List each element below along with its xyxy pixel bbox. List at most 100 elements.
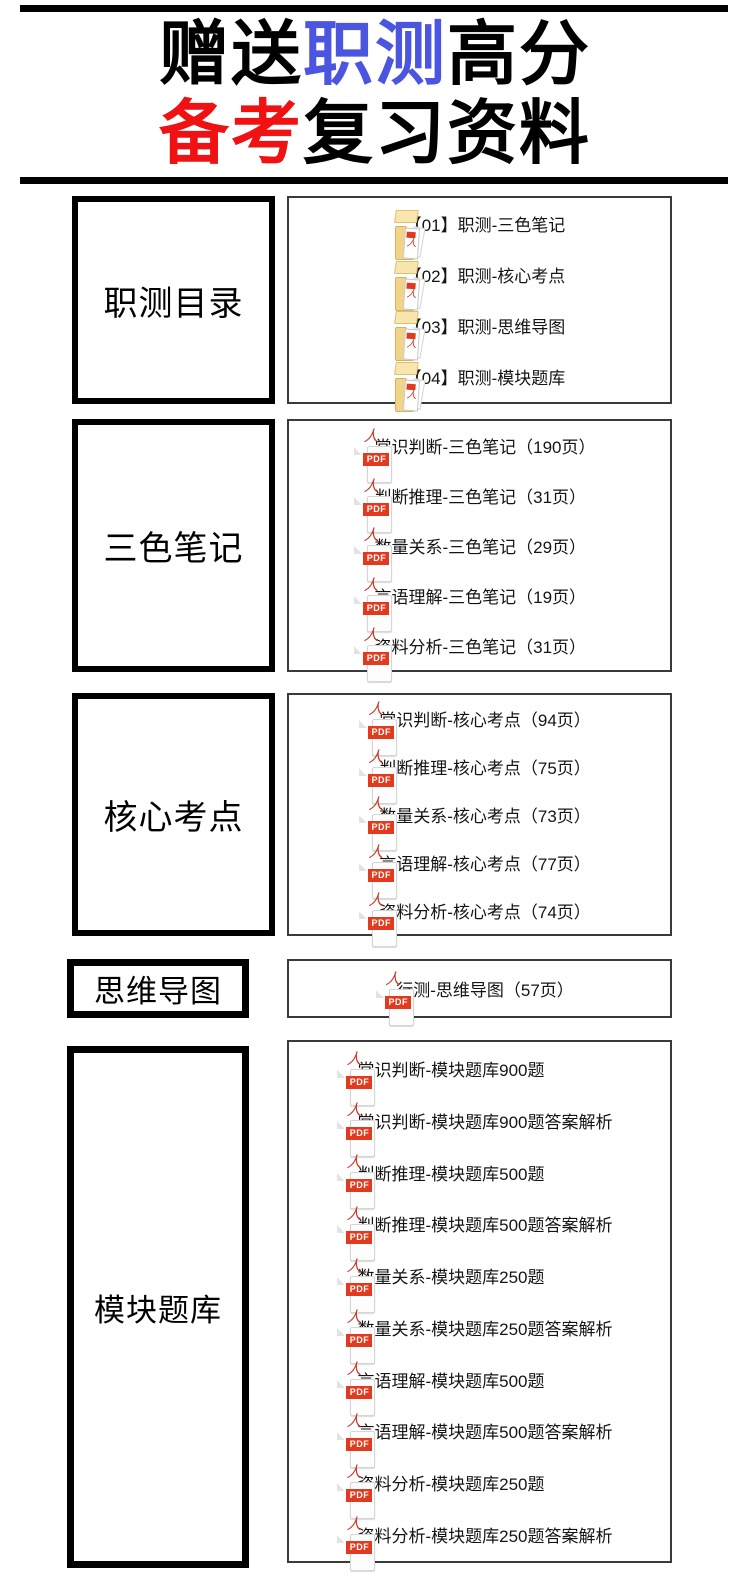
file-list: PDF 人 常识判断-三色笔记（190页） PDF 人 判断推理-三色笔记（31… xyxy=(354,421,596,683)
file-item: PDF 人 判断推理-模块题库500题 xyxy=(337,1147,612,1210)
file-panel: 人 【01】职测-三色笔记 人 【02】职测-核心考点 人 【03】职测-思维导… xyxy=(287,196,672,413)
folder-pdf-sheet: 人 xyxy=(402,379,420,412)
page-fold xyxy=(359,719,368,728)
page-fold xyxy=(337,1483,346,1492)
category-box: 模块题库 xyxy=(67,1046,249,1568)
section-question-bank: 模块题库 PDF 人 常识判断-模块题库900题 PDF 人 常识判断-模块题库… xyxy=(0,1040,750,1572)
pdf-banner: PDF xyxy=(363,552,390,566)
page-fold xyxy=(337,1173,346,1182)
file-name: 常识判断-模块题库900题答案解析 xyxy=(357,1112,613,1132)
file-panel: PDF 人 行测-思维导图（57页） xyxy=(287,959,672,1026)
file-list: PDF 人 常识判断-模块题库900题 PDF 人 常识判断-模块题库900题答… xyxy=(337,1042,613,1572)
file-panel: PDF 人 常识判断-三色笔记（190页） PDF 人 判断推理-三色笔记（31… xyxy=(287,419,672,683)
title-line-1: 赠送职测高分 xyxy=(0,15,750,94)
file-item: PDF 人 资料分析-三色笔记（31页） xyxy=(354,620,595,683)
file-name: 言语理解-模块题库500题答案解析 xyxy=(357,1423,613,1443)
page-fold xyxy=(354,546,363,555)
page-fold xyxy=(376,989,385,998)
page-fold xyxy=(337,1328,346,1337)
file-name: 【02】职测-核心考点 xyxy=(404,267,566,287)
file-name: 数量关系-模块题库250题答案解析 xyxy=(357,1319,613,1339)
file-name: 【01】职测-三色笔记 xyxy=(404,216,566,236)
page-fold xyxy=(337,1121,346,1130)
page-fold xyxy=(337,1276,346,1285)
category-label: 三色笔记 xyxy=(103,531,244,568)
page-fold xyxy=(354,446,363,455)
divider-rule-bar xyxy=(20,177,728,184)
file-name: 资料分析-核心考点（74页） xyxy=(379,902,591,922)
folder-pdf-sheet: 人 xyxy=(402,227,420,260)
file-item: PDF 人 数量关系-模块题库250题 xyxy=(337,1251,612,1313)
top-rule-bar xyxy=(20,5,728,12)
adobe-figure-icon: 人 xyxy=(405,389,417,402)
file-name: 资料分析-模块题库250题 xyxy=(357,1474,545,1494)
file-item: PDF 人 判断推理-模块题库500题答案解析 xyxy=(337,1199,613,1261)
file-name: 资料分析-三色笔记（31页） xyxy=(374,637,587,657)
pdf-banner: PDF xyxy=(385,995,412,1009)
file-item: PDF 人 常识判断-核心考点（94页） xyxy=(359,695,591,756)
page-fold xyxy=(359,815,368,824)
category-label: 核心考点 xyxy=(103,800,244,837)
file-name: 常识判断-核心考点（94页） xyxy=(379,711,591,731)
page-fold xyxy=(359,863,368,872)
category-label: 模块题库 xyxy=(94,1292,222,1328)
pdf-banner: PDF xyxy=(346,1075,373,1089)
pdf-banner: PDF xyxy=(346,1541,373,1555)
file-item: PDF 人 常识判断-三色笔记（190页） xyxy=(354,421,596,483)
title-segment: 赠送 xyxy=(159,15,303,93)
section-core-points: 核心考点 PDF 人 常识判断-核心考点（94页） PDF 人 判断推理-核心考… xyxy=(0,693,750,948)
pdf-banner: PDF xyxy=(346,1230,373,1244)
folder-pdf-sheet: 人 xyxy=(402,328,420,361)
pdf-banner: PDF xyxy=(368,773,395,787)
file-item: PDF 人 资料分析-核心考点（74页） xyxy=(359,886,591,948)
pdf-banner: PDF xyxy=(368,917,395,931)
file-list: PDF 人 常识判断-核心考点（94页） PDF 人 判断推理-核心考点（75页… xyxy=(359,695,591,948)
file-list: 人 【01】职测-三色笔记 人 【02】职测-核心考点 人 【03】职测-思维导… xyxy=(393,198,566,413)
title-segment: 复习资料 xyxy=(303,94,591,172)
adobe-figure-icon: 人 xyxy=(405,237,417,250)
pdf-banner: PDF xyxy=(363,652,390,666)
page-fold xyxy=(359,767,368,776)
file-item: PDF 人 言语理解-核心考点（77页） xyxy=(359,838,591,900)
pdf-banner: PDF xyxy=(346,1489,373,1503)
file-name: 言语理解-三色笔记（19页） xyxy=(374,587,587,607)
page-fold xyxy=(354,496,363,505)
page-fold xyxy=(354,646,363,655)
section-catalog: 职测目录 人 【01】职测-三色笔记 人 【02】职测-核心考点 人 xyxy=(0,196,750,413)
category-box: 职测目录 xyxy=(72,196,275,404)
folder-front-flap xyxy=(393,362,419,376)
title-segment-red: 备考 xyxy=(159,94,303,172)
section-three-color-notes: 三色笔记 PDF 人 常识判断-三色笔记（190页） PDF 人 判断推理-三色… xyxy=(0,419,750,683)
pdf-banner: PDF xyxy=(346,1334,373,1348)
adobe-figure-icon: 人 xyxy=(405,339,417,351)
pdf-banner: PDF xyxy=(368,821,395,835)
file-name: 【04】职测-模块题库 xyxy=(404,368,566,388)
title-segment-blue: 职测 xyxy=(303,15,447,93)
file-item: PDF 人 判断推理-核心考点（75页） xyxy=(359,743,591,804)
page-fold xyxy=(337,1069,346,1078)
file-name: 言语理解-核心考点（77页） xyxy=(379,854,591,874)
category-label: 职测目录 xyxy=(103,285,244,323)
category-box: 核心考点 xyxy=(72,693,275,936)
pdf-banner: PDF xyxy=(363,602,390,616)
page-fold xyxy=(337,1535,346,1544)
folder-front-flap xyxy=(393,311,419,325)
file-name: 行测-思维导图（57页） xyxy=(396,981,574,1000)
file-item: 人 【03】职测-思维导图 xyxy=(393,300,565,362)
file-item: PDF 人 判断推理-三色笔记（31页） xyxy=(354,471,595,533)
section-mind-map: 思维导图 PDF 人 行测-思维导图（57页） xyxy=(0,959,750,1026)
file-item: PDF 人 常识判断-模块题库900题 xyxy=(337,1044,612,1106)
file-panel: PDF 人 常识判断-模块题库900题 PDF 人 常识判断-模块题库900题答… xyxy=(287,1040,672,1572)
page-fold xyxy=(337,1380,346,1389)
file-item: PDF 人 数量关系-核心考点（73页） xyxy=(359,791,591,852)
file-item: PDF 人 言语理解-模块题库500题 xyxy=(337,1354,612,1417)
pdf-banner: PDF xyxy=(346,1127,373,1141)
file-item: PDF 人 常识判断-模块题库900题答案解析 xyxy=(337,1095,613,1158)
file-name: 言语理解-模块题库500题 xyxy=(357,1371,545,1391)
file-item: PDF 人 言语理解-三色笔记（19页） xyxy=(354,570,595,633)
category-box: 思维导图 xyxy=(67,959,249,1018)
file-item: 人 【04】职测-模块题库 xyxy=(393,351,566,413)
file-name: 常识判断-模块题库900题 xyxy=(357,1061,545,1081)
file-item: PDF 人 行测-思维导图（57页） xyxy=(376,964,574,1026)
page-fold xyxy=(359,911,368,920)
